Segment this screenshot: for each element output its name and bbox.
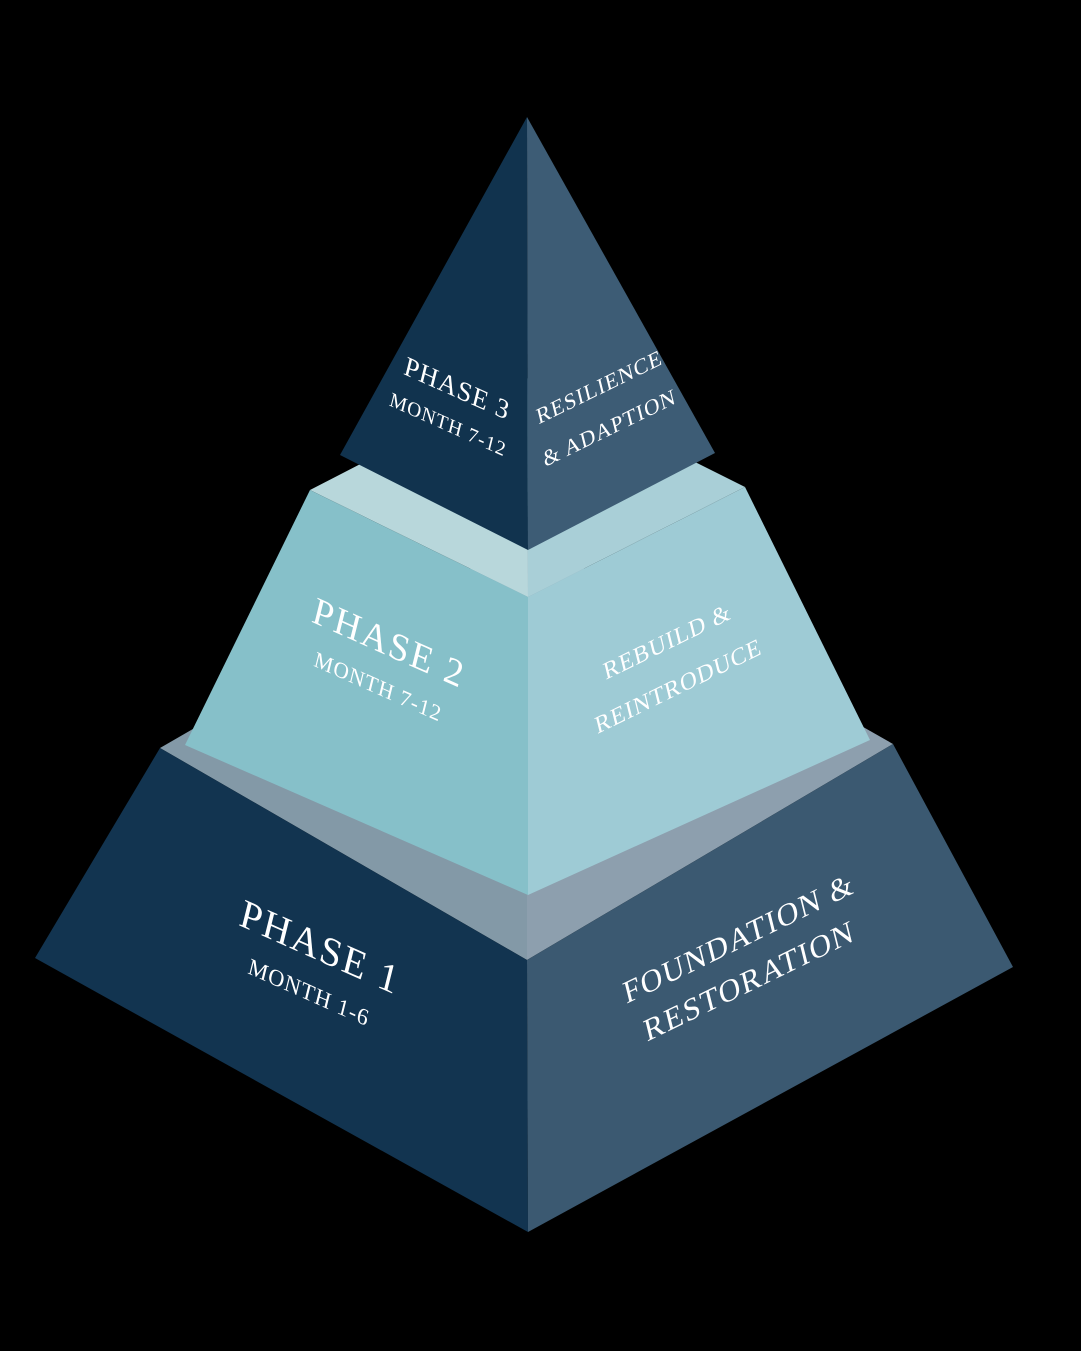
tier2-left-face	[185, 490, 528, 895]
tier2-right-face	[528, 487, 870, 895]
tier3-top: PHASE 3 MONTH 7-12 RESILIENCE & ADAPTION	[340, 117, 715, 550]
tier3-right-face	[527, 117, 715, 550]
tier1-right-face	[527, 744, 1013, 1232]
tier1-left-face	[35, 748, 528, 1232]
tier3-left-face	[340, 117, 528, 550]
